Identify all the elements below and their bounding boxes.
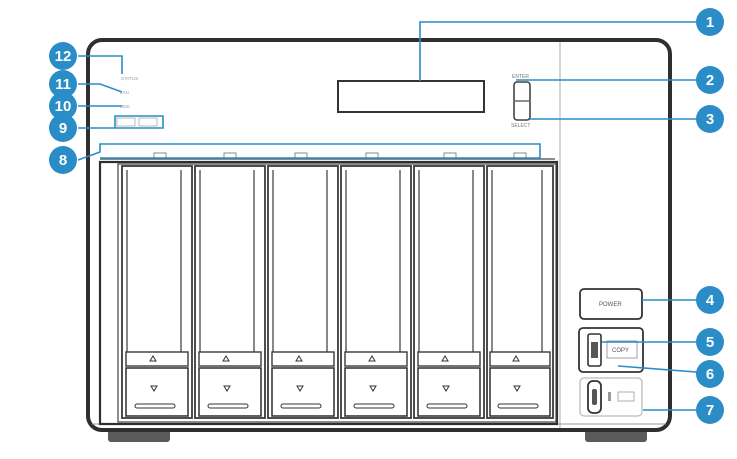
power-button-label: POWER: [599, 302, 622, 308]
led-indicator-b: [138, 117, 158, 127]
callout-2: 2: [696, 66, 724, 94]
usb-copy-panel: COPY: [578, 327, 644, 373]
drive-bay-5[interactable]: [413, 165, 485, 419]
svg-text:5: 5: [706, 334, 714, 351]
svg-text:11: 11: [55, 76, 71, 93]
svg-text:4: 4: [706, 292, 715, 309]
callout-7: 7: [696, 396, 724, 424]
callout-11: 11: [49, 70, 77, 98]
power-button[interactable]: POWER: [579, 288, 643, 320]
usb-copy-label: COPY: [612, 348, 629, 354]
callout-9: 9: [49, 114, 77, 142]
leader-lines: [77, 21, 710, 411]
callout-1: 1: [696, 8, 724, 36]
led-indicator-a: [116, 117, 136, 127]
lan-led-label: LAN: [120, 90, 129, 95]
svg-text:6: 6: [706, 366, 714, 383]
callout-3: 3: [696, 105, 724, 133]
usb-copy-button[interactable]: [606, 340, 638, 359]
select-label: SELECT: [511, 123, 530, 129]
callout-5: 5: [696, 328, 724, 356]
svg-text:1: 1: [706, 14, 714, 31]
drive-bay-6[interactable]: [486, 165, 554, 419]
status-led-label: STATUS: [121, 76, 138, 81]
drive-bay-1[interactable]: [121, 165, 193, 419]
lcd-display: [337, 80, 485, 113]
svg-text:10: 10: [55, 98, 72, 115]
hdd-led-label: HDD: [120, 104, 130, 109]
drive-bay-3[interactable]: [267, 165, 339, 419]
callout-12: 12: [49, 42, 77, 70]
callout-8: 8: [49, 146, 77, 174]
svg-text:9: 9: [59, 120, 67, 137]
drive-bay-2[interactable]: [194, 165, 266, 419]
callout-10: 10: [49, 92, 77, 120]
svg-text:7: 7: [706, 402, 714, 419]
drive-bay-4[interactable]: [340, 165, 412, 419]
callout-6: 6: [696, 360, 724, 388]
svg-text:3: 3: [706, 111, 714, 128]
svg-text:2: 2: [706, 72, 714, 89]
callout-4: 4: [696, 286, 724, 314]
svg-text:12: 12: [55, 48, 72, 65]
enter-label: ENTER: [512, 74, 529, 80]
usb-c-port-panel: [579, 377, 643, 417]
svg-text:8: 8: [59, 152, 67, 169]
